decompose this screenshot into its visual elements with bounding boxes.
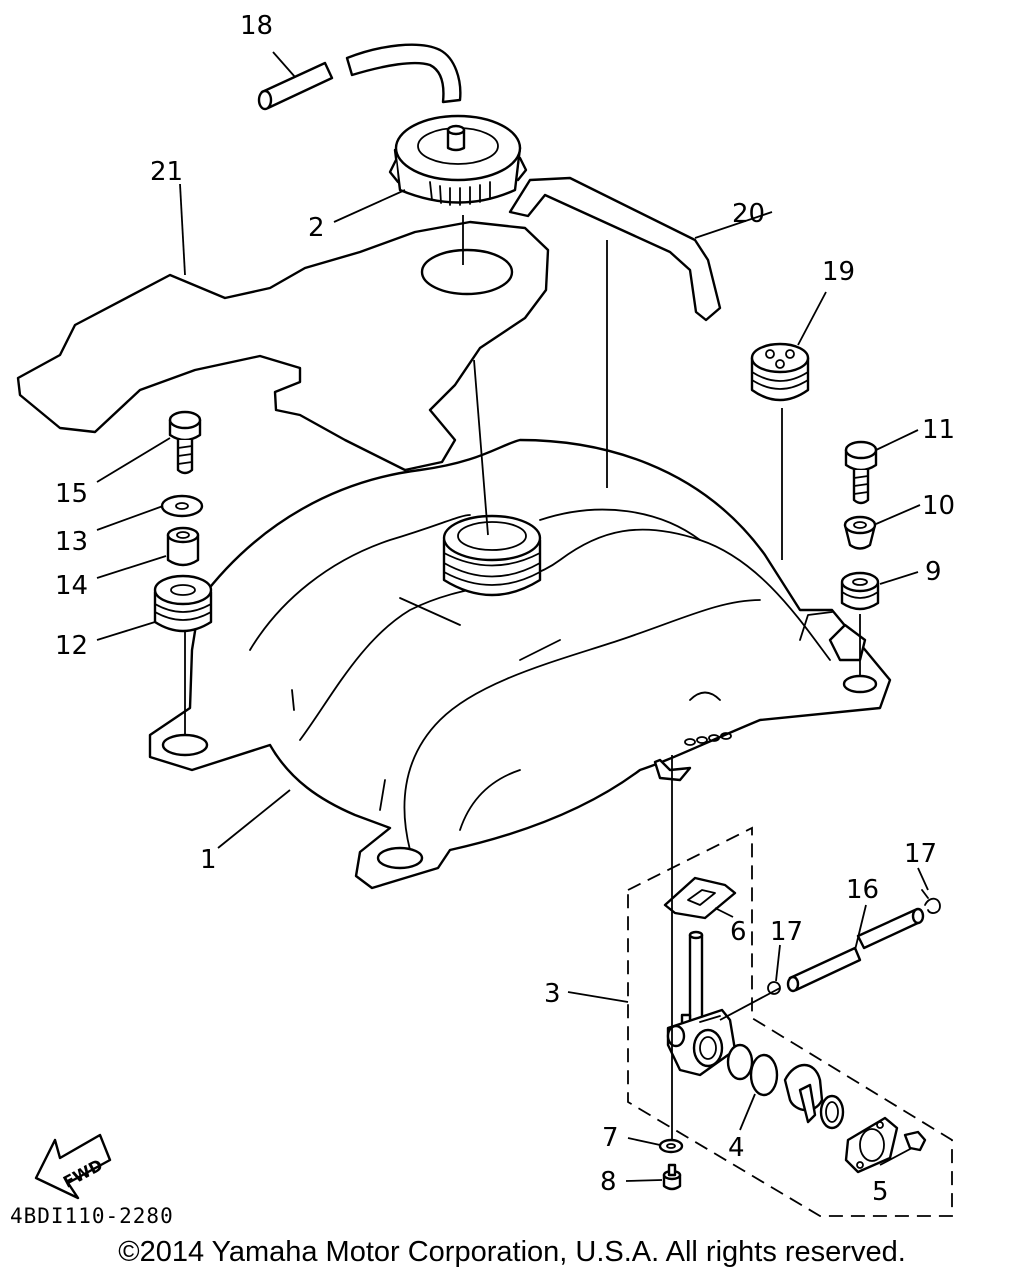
leader-lines [96, 51, 929, 1182]
callout-17-mid: 17 [770, 917, 803, 947]
diagram-reference-code: 4BDI110-2280 [10, 1204, 174, 1228]
assembly-lines [184, 215, 861, 1140]
part-6-gasket [663, 876, 737, 920]
callout-6: 6 [730, 917, 747, 947]
part-12-damper [153, 574, 213, 633]
tank-outlet-marks [684, 732, 732, 746]
forward-direction-arrow: FWD [34, 1133, 112, 1200]
part-3-fuel-cock-assembly [666, 930, 737, 1077]
callout-14: 14 [55, 571, 88, 601]
callout-9: 9 [925, 557, 942, 587]
part-13-washer [160, 494, 204, 518]
part-18-breather-hose [257, 43, 462, 111]
callout-3: 3 [544, 979, 561, 1009]
part-8-drain-bolt [662, 1163, 682, 1191]
callout-7: 7 [602, 1123, 619, 1153]
callout-20: 20 [732, 199, 765, 229]
callout-18: 18 [240, 11, 273, 41]
callout-12: 12 [55, 631, 88, 661]
part-15-bolt [168, 410, 202, 475]
part-20-tank-band [508, 176, 722, 322]
part-9-damper [840, 571, 880, 611]
callout-labels: 18 21 2 20 19 11 10 9 15 13 14 12 1 17 1… [55, 11, 955, 1207]
fuel-cock-lever [783, 1063, 845, 1130]
fuel-cock-group-box [627, 826, 953, 1217]
part-10-collar [843, 515, 877, 550]
callout-8: 8 [600, 1167, 617, 1197]
callout-5: 5 [872, 1177, 889, 1207]
callout-4: 4 [728, 1133, 745, 1163]
callout-11: 11 [922, 415, 955, 445]
callout-10: 10 [922, 491, 955, 521]
part-5-plate-screw [844, 1116, 927, 1174]
callout-2: 2 [308, 213, 325, 243]
part-7-washer [658, 1138, 684, 1154]
callout-1: 1 [200, 845, 217, 875]
callout-16: 16 [846, 875, 879, 905]
part-2-fuel-cap [388, 114, 528, 206]
part-1-fuel-tank [148, 438, 892, 890]
copyright-notice: ©2014 Yamaha Motor Corporation, U.S.A. A… [118, 1236, 906, 1268]
callout-17-top: 17 [904, 839, 937, 869]
callout-19: 19 [822, 257, 855, 287]
part-14-collar [166, 526, 200, 567]
part-21-cover-sheet [16, 220, 550, 472]
part-11-bolt [844, 440, 878, 505]
part-16-fuel-hose [786, 907, 925, 993]
tank-filler-neck [442, 514, 542, 597]
callout-21: 21 [150, 157, 183, 187]
callout-15: 15 [55, 479, 88, 509]
part-17-clip-b [921, 889, 941, 914]
part-19-damper [750, 342, 810, 402]
part-4-gasket [726, 1043, 779, 1097]
callout-13: 13 [55, 527, 88, 557]
